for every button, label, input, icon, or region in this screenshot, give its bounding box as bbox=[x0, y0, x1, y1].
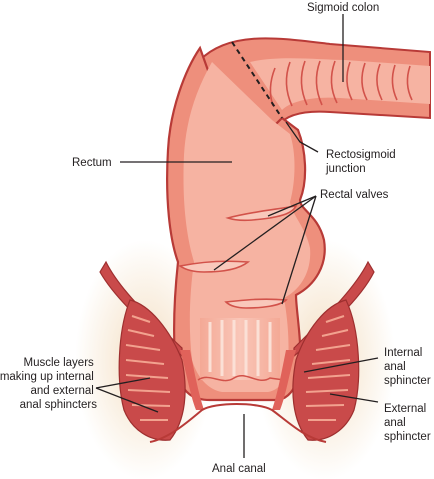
rectum-lumen bbox=[183, 62, 311, 392]
label-rectum: Rectum bbox=[72, 157, 112, 169]
internal-sphincter-right bbox=[272, 350, 296, 410]
leader-lines bbox=[95, 14, 379, 458]
rectal-valve-folds bbox=[177, 204, 298, 309]
label-internal-anal-sphincter: Internal anal sphincter bbox=[384, 347, 431, 387]
anal-margin bbox=[149, 403, 327, 443]
anal-columns bbox=[197, 318, 285, 382]
label-sigmoid-colon: Sigmoid colon bbox=[307, 2, 379, 14]
internal-sphincter-left bbox=[180, 350, 204, 410]
rectosigmoid-dashed-line bbox=[231, 41, 283, 119]
external-sphincter-right bbox=[292, 299, 360, 441]
label-anal-canal: Anal canal bbox=[212, 463, 266, 475]
haustral-folds bbox=[269, 60, 413, 107]
label-rectal-valves: Rectal valves bbox=[320, 189, 389, 201]
sigmoid-lumen bbox=[250, 58, 430, 110]
label-external-anal-sphincter: External anal sphincter bbox=[384, 403, 431, 443]
external-sphincter-left bbox=[118, 299, 186, 441]
label-rectosigmoid-junction: Rectosigmoid junction bbox=[325, 149, 399, 175]
label-muscle-layers: Muscle layers making up internal and ext… bbox=[0, 357, 97, 411]
